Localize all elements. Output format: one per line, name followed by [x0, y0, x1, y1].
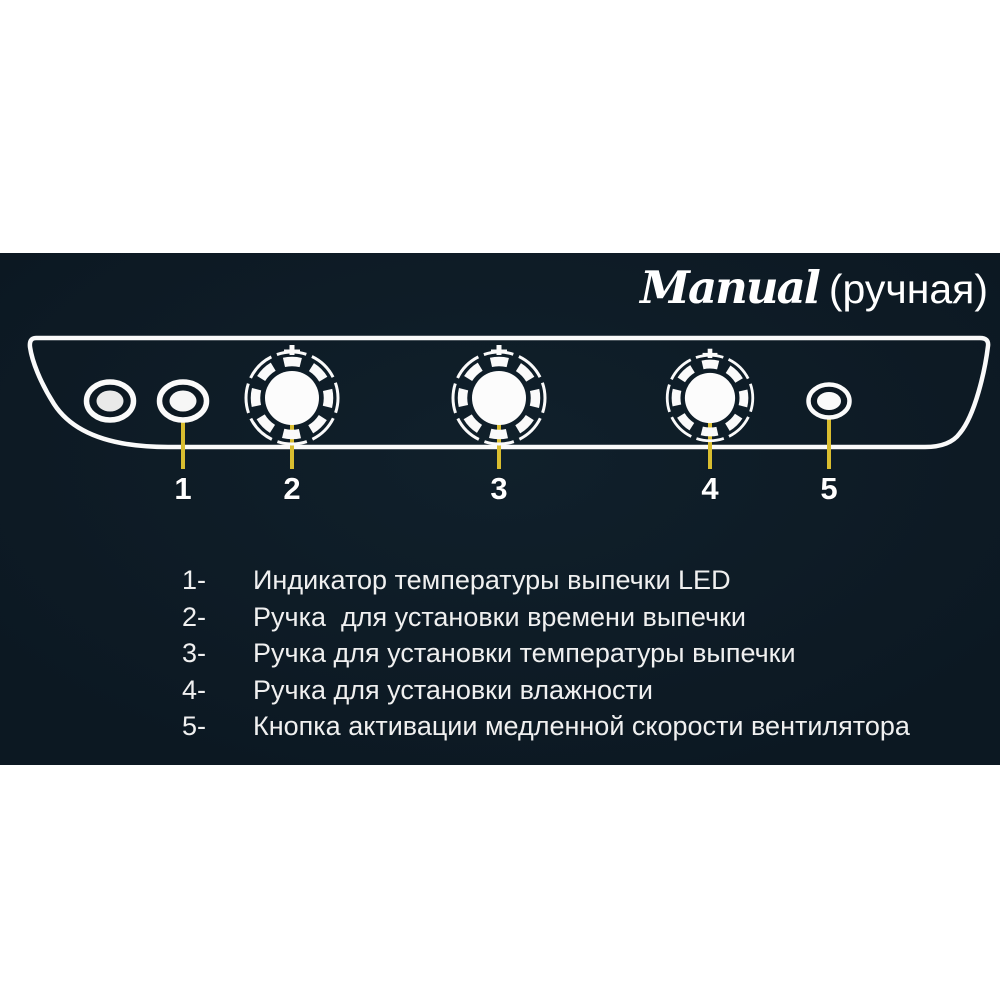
legend-item-text: Ручка для установки времени выпечки: [253, 601, 746, 632]
legend-item-2: 2- Ручка для установки времени выпечки: [182, 602, 910, 639]
title-mode-label: (ручная): [828, 266, 988, 312]
panel-outline: [27, 335, 991, 450]
legend-item-text: Кнопка активации медленной скорости вент…: [253, 711, 910, 741]
led-temperature-indicator: [156, 379, 210, 423]
legend-item-number: 4-: [182, 674, 207, 705]
baking-temperature-knob: [451, 345, 547, 446]
diagram-title: Manual(ручная): [640, 261, 988, 314]
control-panel-diagram: Manual(ручная): [0, 253, 1000, 765]
humidity-knob: [665, 348, 755, 443]
legend-item-5: 5- Кнопка активации медленной скорости в…: [182, 711, 910, 748]
legend-item-text: Ручка для установки влажности: [253, 674, 654, 705]
legend-item-number: 3-: [182, 638, 207, 668]
legend-item-number: 2-: [182, 601, 207, 632]
title-brand-script: Manual: [640, 261, 821, 314]
legend: 1- Индикатор температуры выпечки LED 2- …: [182, 565, 910, 748]
legend-item-1: 1- Индикатор температуры выпечки LED: [182, 565, 910, 602]
legend-item-number: 5-: [182, 711, 207, 741]
pointer-number-4: 4: [701, 471, 719, 506]
pointer-number-5: 5: [820, 471, 838, 506]
baking-time-knob: [244, 345, 340, 446]
legend-item-number: 1-: [182, 565, 207, 595]
fan-slow-speed-button: [806, 382, 852, 420]
panel-graphic: [27, 335, 991, 469]
legend-item-text: Ручка для установки температуры выпечки: [253, 638, 796, 668]
pointer-number-2: 2: [283, 471, 301, 506]
legend-item-text: Индикатор температуры выпечки LED: [253, 565, 731, 595]
legend-item-3: 3- Ручка для установки температуры выпеч…: [182, 638, 910, 675]
pointer-number-1: 1: [174, 471, 192, 506]
legend-item-4: 4- Ручка для установки влажности: [182, 675, 910, 712]
oval-indicator-unlabeled: [83, 379, 137, 423]
pointer-number-3: 3: [490, 471, 508, 506]
